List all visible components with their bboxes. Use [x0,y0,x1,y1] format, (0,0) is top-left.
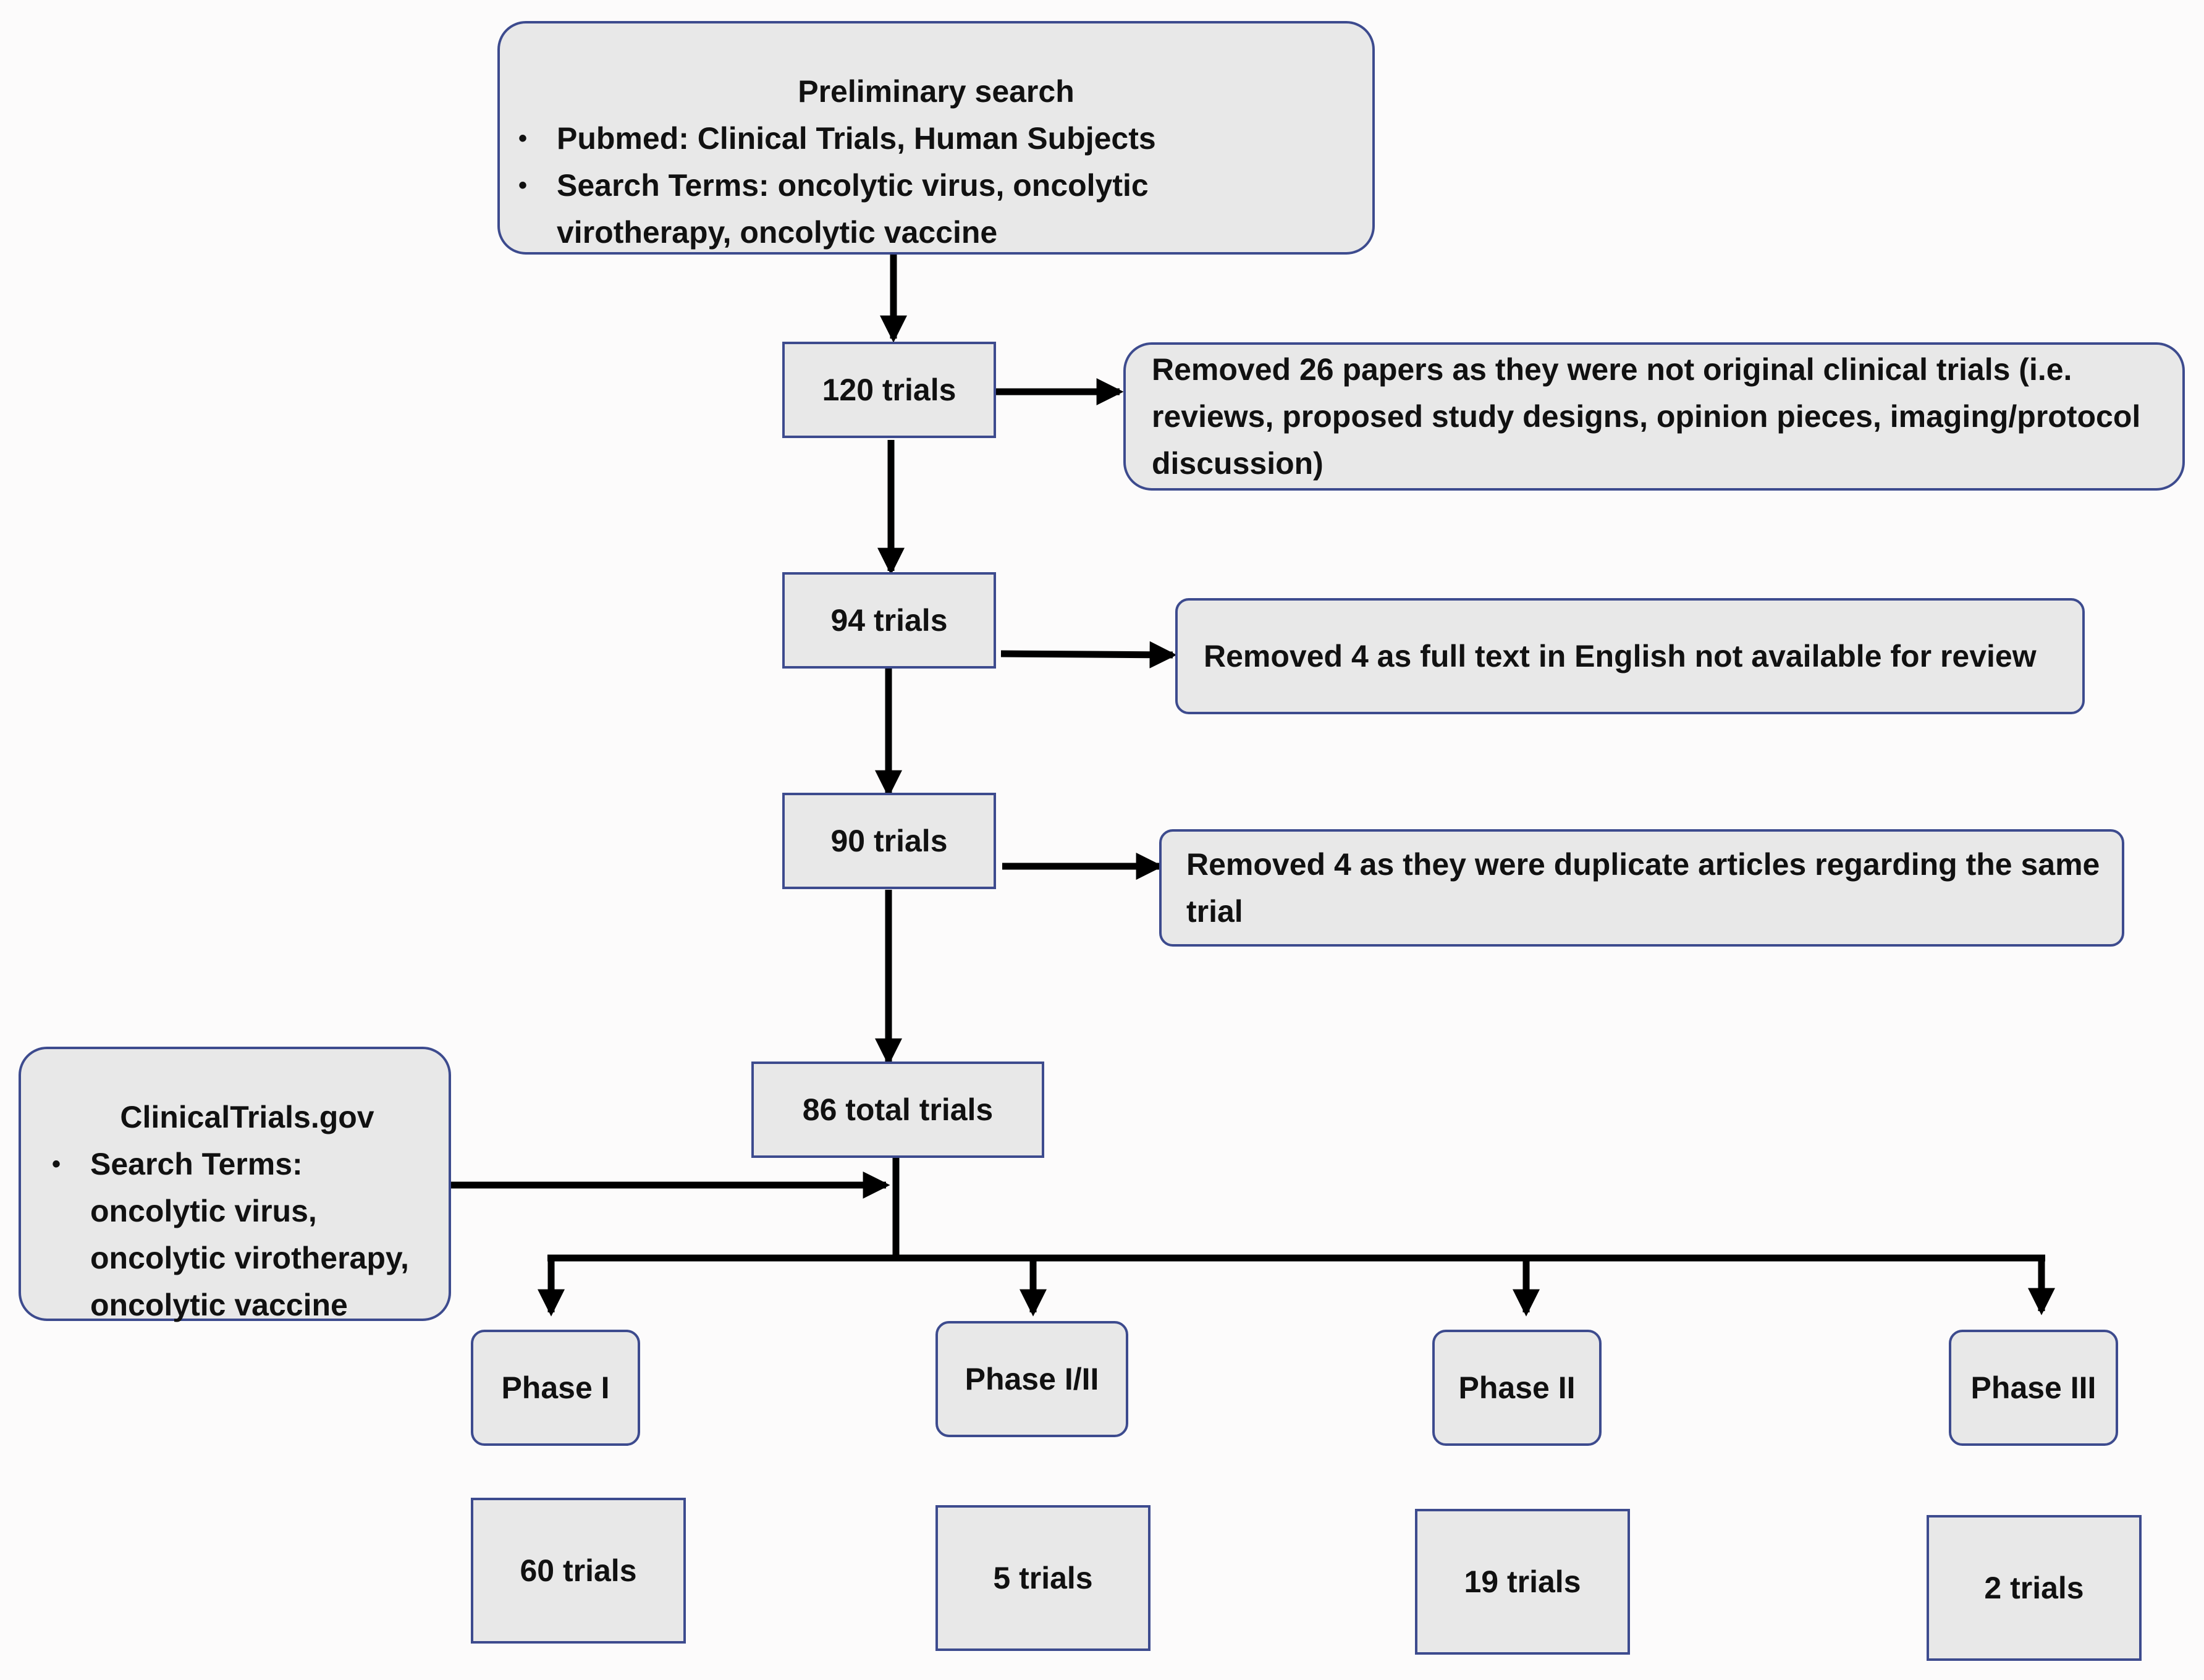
phase-1-2-count-box: 5 trials [935,1505,1151,1651]
phase-3-count-box: 2 trials [1927,1515,2142,1661]
count-box-120: 120 trials [782,342,996,438]
count-box-total: 86 total trials [751,1062,1044,1158]
phase-3-count-label: 2 trials [1984,1571,2084,1605]
count-total-label: 86 total trials [802,1092,994,1127]
clinicaltrials-gov-list: Search Terms: oncolytic virus, oncolytic… [21,1141,449,1328]
removed-4-duplicate-box: Removed 4 as they were duplicate article… [1159,829,2124,947]
phase-1-2-count-label: 5 trials [993,1561,1093,1595]
removed-26-box: Removed 26 papers as they were not origi… [1123,342,2185,491]
phase-1-2-label: Phase I/II [965,1362,1099,1396]
clinicaltrials-gov-title: ClinicalTrials.gov [120,1100,374,1134]
preliminary-bullet-search-terms: Search Terms: oncolytic virus, oncolytic… [518,162,1372,256]
arrow-94-to-removed4-english [1000,641,1177,669]
phase-2-box: Phase II [1432,1330,1602,1446]
phase-2-label: Phase II [1458,1370,1576,1405]
phase-1-count-label: 60 trials [520,1553,637,1588]
phase-1-label: Phase I [501,1370,610,1405]
count-box-90: 90 trials [782,793,996,889]
removed-4-english-box: Removed 4 as full text in English not av… [1175,598,2085,714]
clinicaltrials-bullet-search-terms: Search Terms: oncolytic virus, oncolytic… [52,1141,430,1328]
count-94-label: 94 trials [830,603,948,638]
preliminary-search-box: Preliminary search Pubmed: Clinical Tria… [497,21,1375,255]
count-120-label: 120 trials [822,373,956,407]
count-box-94: 94 trials [782,572,996,669]
removed-26-text: Removed 26 papers as they were not origi… [1152,352,2141,481]
phase-3-box: Phase III [1949,1330,2118,1446]
preliminary-search-list: Pubmed: Clinical Trials, Human Subjects … [500,115,1372,256]
clinicaltrials-gov-box: ClinicalTrials.gov Search Terms: oncolyt… [19,1047,451,1322]
removed-4-duplicate-text: Removed 4 as they were duplicate article… [1186,847,2100,929]
count-90-label: 90 trials [830,824,948,858]
phase-2-count-box: 19 trials [1415,1509,1630,1655]
phase-1-box: Phase I [471,1330,640,1446]
phase-3-label: Phase III [1970,1370,2096,1405]
removed-4-english-text: Removed 4 as full text in English not av… [1204,639,2037,673]
phase-2-count-label: 19 trials [1464,1564,1581,1599]
phase-1-count-box: 60 trials [471,1498,686,1644]
preliminary-search-title: Preliminary search [798,74,1075,109]
phase-1-2-box: Phase I/II [935,1321,1128,1437]
preliminary-bullet-pubmed: Pubmed: Clinical Trials, Human Subjects [518,115,1372,162]
